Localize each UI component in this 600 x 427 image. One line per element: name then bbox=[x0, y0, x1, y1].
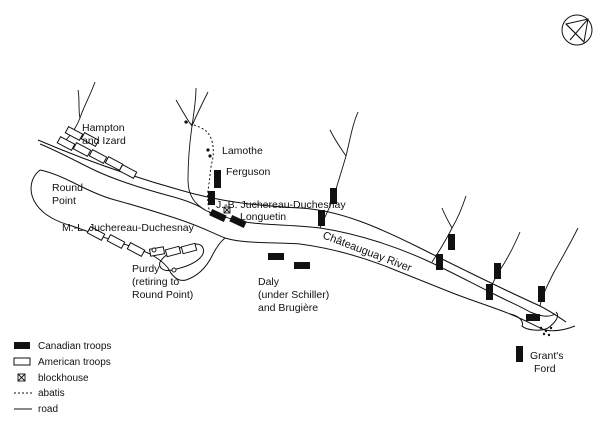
american-troop-block bbox=[126, 241, 146, 258]
river-north-bank bbox=[39, 143, 556, 317]
canadian-troop-block bbox=[209, 208, 227, 223]
legend-american-label: American troops bbox=[38, 357, 111, 368]
legend: Canadian troops American troops blockhou… bbox=[13, 341, 111, 415]
canadian-troop-block bbox=[268, 253, 284, 260]
purdy-markers bbox=[151, 247, 177, 273]
legend-american-swatch bbox=[13, 357, 31, 366]
canadian-troop-block bbox=[436, 254, 443, 270]
canadian-troop-block bbox=[494, 263, 501, 279]
american-troop-block bbox=[148, 246, 166, 257]
canadian-troop-block bbox=[318, 210, 325, 226]
blockhouse-icon bbox=[223, 206, 231, 214]
label-and-izard: and Izard bbox=[82, 135, 126, 147]
legend-blockhouse-label: blockhouse bbox=[38, 373, 89, 384]
grants-ford-bank bbox=[509, 311, 559, 331]
label-point: Point bbox=[52, 195, 76, 207]
american-troop-block bbox=[118, 163, 138, 180]
label-daly: Daly bbox=[258, 276, 280, 288]
legend-blockhouse-icon bbox=[17, 373, 26, 382]
canadian-troop-block bbox=[214, 170, 221, 188]
american-troop-block bbox=[56, 135, 76, 152]
canadian-troops bbox=[208, 170, 545, 362]
american-troop-block bbox=[164, 245, 182, 258]
canadian-troop-block bbox=[294, 262, 310, 269]
legend-road-label: road bbox=[38, 404, 58, 415]
compass-rose-icon bbox=[561, 14, 593, 46]
label-lamothe: Lamothe bbox=[222, 145, 263, 157]
american-troop-block bbox=[80, 131, 100, 148]
abatis-lamothe bbox=[185, 121, 214, 215]
canadian-troop-block bbox=[330, 188, 337, 204]
canadian-troop-block bbox=[448, 234, 455, 250]
american-troop-block bbox=[64, 125, 84, 142]
abatis-grants-ford bbox=[539, 326, 553, 337]
label-ford: Ford bbox=[534, 363, 556, 375]
label-hampton: Hampton bbox=[82, 122, 125, 134]
label-chateauguay-river: Châteauguay River bbox=[321, 230, 414, 275]
american-troops bbox=[56, 125, 198, 258]
american-troop-block bbox=[88, 148, 108, 165]
canadian-troop-block bbox=[208, 191, 215, 205]
canadian-troop-block bbox=[526, 314, 540, 321]
legend-abatis-label: abatis bbox=[38, 388, 65, 399]
label-longuetin: Longuetin bbox=[240, 211, 286, 223]
legend-canadian-label: Canadian troops bbox=[38, 341, 111, 352]
label-under-schiller: (under Schiller) bbox=[258, 289, 329, 301]
label-and-brugiere: and Brugière bbox=[258, 302, 318, 314]
american-troop-block bbox=[86, 225, 106, 242]
label-round-point-paren: Round Point) bbox=[132, 289, 193, 301]
american-troop-block bbox=[106, 233, 126, 250]
canadian-troop-block bbox=[229, 214, 247, 229]
label-round: Round bbox=[52, 182, 83, 194]
label-jb-duchesnay: J.-B. Juchereau-Duchesnay bbox=[216, 199, 346, 211]
label-grants: Grant's bbox=[530, 350, 564, 362]
label-purdy: Purdy bbox=[132, 263, 160, 275]
label-ml-duchesnay: M.-L. Juchereau-Duchesnay bbox=[62, 222, 195, 234]
road bbox=[37, 139, 567, 323]
canadian-troop-block bbox=[538, 286, 545, 302]
canadian-troop-block bbox=[516, 346, 523, 362]
american-troop-block bbox=[72, 141, 92, 158]
american-troop-block bbox=[180, 242, 198, 255]
label-ferguson: Ferguson bbox=[226, 166, 271, 178]
canadian-troop-block bbox=[486, 284, 493, 300]
label-retiring-to: (retiring to bbox=[132, 276, 179, 288]
legend-canadian-swatch bbox=[14, 342, 30, 349]
